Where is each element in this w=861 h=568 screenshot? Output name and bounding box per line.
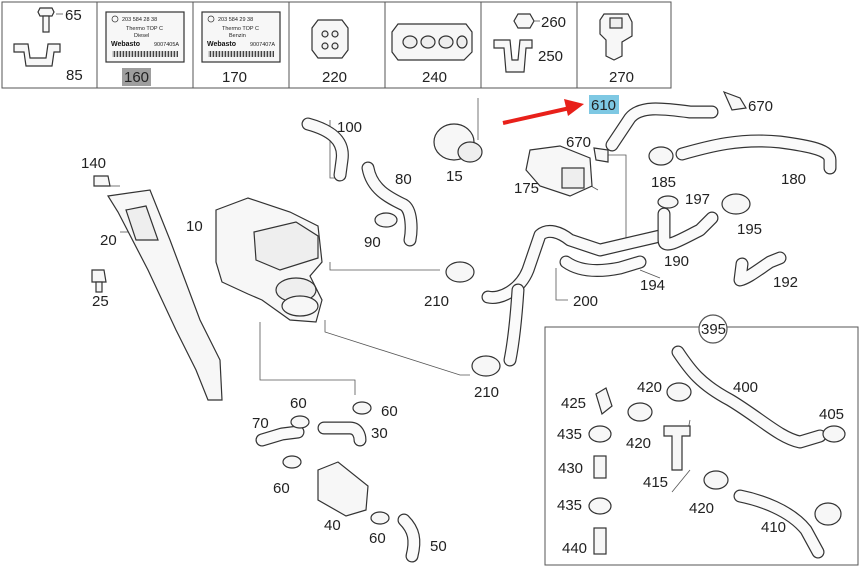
- sticker-code-petrol: 203 584 29 38: [218, 17, 253, 23]
- header-label-270: 270: [609, 69, 634, 86]
- callout-10[interactable]: 10: [186, 218, 203, 235]
- callout-210-lower[interactable]: 210: [474, 384, 499, 401]
- callout-405[interactable]: 405: [819, 406, 844, 423]
- callout-highlight-610: [589, 95, 619, 114]
- sticker-code-diesel: 203 584 28 38: [122, 17, 157, 23]
- callout-25[interactable]: 25: [92, 293, 109, 310]
- callout-190[interactable]: 190: [664, 253, 689, 270]
- callout-60-c[interactable]: 60: [273, 480, 290, 497]
- callout-60-b[interactable]: 60: [381, 403, 398, 420]
- sticker-brand-logo: Webasto: [207, 41, 236, 48]
- header-cell-sticker-diesel[interactable]: 203 584 28 38 Thermo TOP C Diesel Webast…: [105, 11, 185, 86]
- callout-435-top[interactable]: 435: [557, 426, 582, 443]
- callout-192[interactable]: 192: [773, 274, 798, 291]
- header-strip: 65 85 203 584 28 38 Thermo TOP C Diesel …: [1, 1, 672, 89]
- callout-194[interactable]: 194: [640, 277, 665, 294]
- callout-60-a[interactable]: 60: [290, 395, 307, 412]
- sticker-partno-petrol: 9007407A: [250, 42, 275, 48]
- leader-lines: [108, 120, 691, 493]
- callout-395: 395: [701, 321, 726, 338]
- callout-430[interactable]: 430: [558, 460, 583, 477]
- callout-60-d[interactable]: 60: [369, 530, 386, 547]
- header-cell-highlight: [122, 68, 151, 86]
- callout-197[interactable]: 197: [685, 191, 710, 208]
- sticker-brand-logo: Webasto: [111, 41, 140, 48]
- header-cell-nut-bracket[interactable]: 260 250: [493, 13, 566, 73]
- callout-30[interactable]: 30: [371, 425, 388, 442]
- header-cell-double-grommet[interactable]: 240: [391, 23, 473, 86]
- callout-15[interactable]: 15: [446, 168, 463, 185]
- header-label-240: 240: [422, 69, 447, 86]
- callout-90[interactable]: 90: [364, 234, 381, 251]
- header-label-65: 65: [65, 7, 82, 24]
- callout-210-upper[interactable]: 210: [424, 293, 449, 310]
- callout-610[interactable]: 610: [591, 97, 616, 114]
- parts: [91, 90, 846, 555]
- header-label-260: 260: [541, 14, 566, 31]
- callout-425[interactable]: 425: [561, 395, 586, 412]
- callout-70[interactable]: 70: [252, 415, 269, 432]
- header-cell-sensor[interactable]: 270: [599, 13, 634, 86]
- callout-180[interactable]: 180: [781, 171, 806, 188]
- header-label-250: 250: [538, 48, 563, 65]
- callout-420-mid[interactable]: 420: [626, 435, 651, 452]
- callout-185[interactable]: 185: [651, 174, 676, 191]
- header-cell-sticker-petrol[interactable]: 203 584 29 38 Thermo TOP C Benzin Webast…: [201, 11, 281, 86]
- sticker-fuel-petrol: Benzin: [229, 33, 246, 39]
- callout-40[interactable]: 40: [324, 517, 341, 534]
- header-cell-bolt-bracket[interactable]: 65 85: [13, 7, 83, 84]
- callout-175[interactable]: 175: [514, 180, 539, 197]
- callout-670-top[interactable]: 670: [748, 98, 773, 115]
- callout-200[interactable]: 200: [573, 293, 598, 310]
- detail-box-395: 395: [544, 314, 859, 566]
- callout-415[interactable]: 415: [643, 474, 668, 491]
- callout-50[interactable]: 50: [430, 538, 447, 555]
- callout-80[interactable]: 80: [395, 171, 412, 188]
- callout-440[interactable]: 440: [562, 540, 587, 557]
- callout-420-top[interactable]: 420: [637, 379, 662, 396]
- sticker-partno-diesel: 9007405A: [154, 42, 179, 48]
- callout-labels: 610 670 670 100 80 15 175 185 180 197 19…: [81, 97, 844, 557]
- callout-140[interactable]: 140: [81, 155, 106, 172]
- sticker-model-diesel: Thermo TOP C: [126, 26, 163, 32]
- callout-195[interactable]: 195: [737, 221, 762, 238]
- callout-670-mid[interactable]: 670: [566, 134, 591, 151]
- sticker-fuel-diesel: Diesel: [134, 33, 149, 39]
- callout-100[interactable]: 100: [337, 119, 362, 136]
- pointer-arrow: [502, 99, 584, 125]
- header-label-85: 85: [66, 67, 83, 84]
- header-label-170: 170: [222, 69, 247, 86]
- callout-420-bottom[interactable]: 420: [689, 500, 714, 517]
- callout-410[interactable]: 410: [761, 519, 786, 536]
- header-cell-rubber-block[interactable]: 220: [311, 19, 349, 86]
- callout-435-bottom[interactable]: 435: [557, 497, 582, 514]
- header-label-160: 160: [124, 69, 149, 86]
- hoses: [255, 102, 837, 563]
- callout-20[interactable]: 20: [100, 232, 117, 249]
- header-label-220: 220: [322, 69, 347, 86]
- sticker-model-petrol: Thermo TOP C: [222, 26, 259, 32]
- callout-400[interactable]: 400: [733, 379, 758, 396]
